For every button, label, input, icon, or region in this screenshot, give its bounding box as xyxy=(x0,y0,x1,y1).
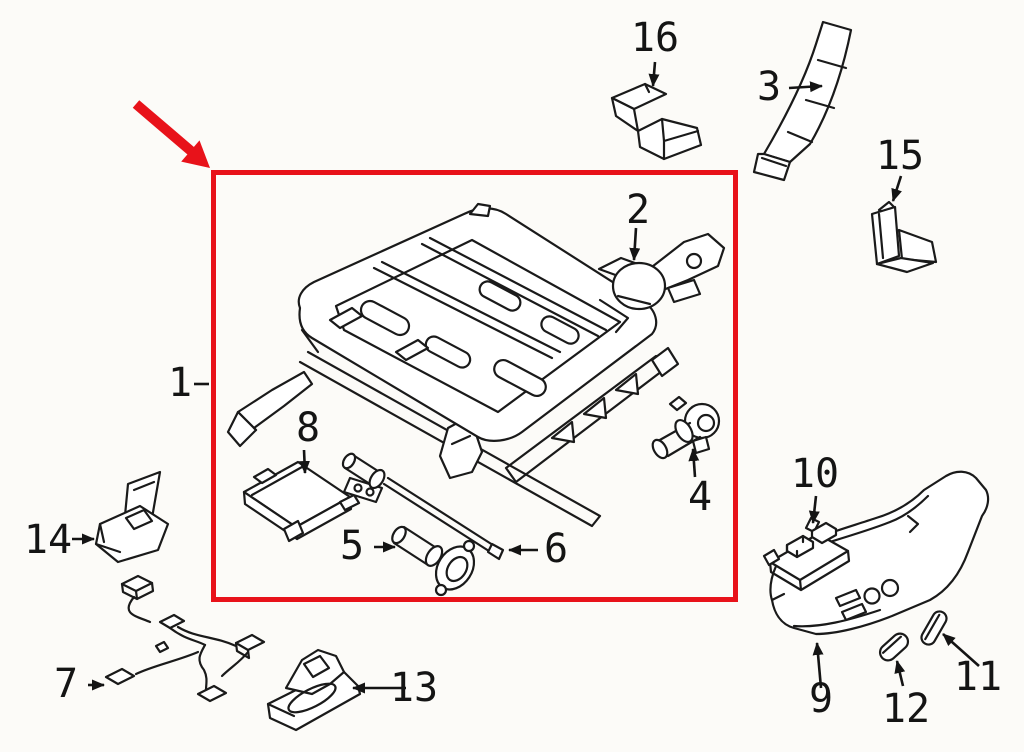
part-7-wiring-harness-drawing xyxy=(104,574,266,703)
part-12-cap-drawing xyxy=(878,632,910,662)
leader-3 xyxy=(788,81,823,93)
leader-16 xyxy=(648,61,660,87)
callout-6: 6 xyxy=(543,526,569,572)
callout-12: 12 xyxy=(881,686,931,732)
part-10-switch-drawing xyxy=(762,516,851,592)
callout-11: 11 xyxy=(953,654,1003,700)
part-6-drive-rod-drawing xyxy=(341,452,505,561)
leader-9 xyxy=(812,642,824,689)
highlight-arrow-icon xyxy=(132,100,210,168)
callout-16: 16 xyxy=(630,15,680,61)
leader-11 xyxy=(942,633,980,667)
part-2-bracket-drawing xyxy=(597,232,726,311)
part-3-trim-strip-drawing xyxy=(752,20,853,182)
part-16-bracket-drawing xyxy=(610,82,703,161)
part-5-motor-drawing xyxy=(391,525,476,597)
callout-2: 2 xyxy=(625,187,651,233)
leader-10 xyxy=(808,495,820,524)
callout-15: 15 xyxy=(875,133,925,179)
part-13-cover-drawing xyxy=(266,648,362,732)
part-11-cap-drawing xyxy=(920,610,948,646)
leader-2 xyxy=(629,227,641,261)
part-14-cover-drawing xyxy=(94,470,170,564)
part-1-seat-frame-drawing xyxy=(226,202,680,528)
callout-14: 14 xyxy=(23,517,73,563)
callout-1: 1 xyxy=(167,360,193,406)
callout-3: 3 xyxy=(756,64,782,110)
part-4-motor-drawing xyxy=(651,395,721,460)
leader-15 xyxy=(891,175,903,202)
callout-7: 7 xyxy=(53,661,79,707)
leader-12 xyxy=(894,660,906,687)
callout-5: 5 xyxy=(339,523,365,569)
highlight-box xyxy=(211,170,738,602)
callout-4: 4 xyxy=(687,474,713,520)
callout-10: 10 xyxy=(790,451,840,497)
part-8-module-drawing xyxy=(242,460,361,543)
callout-9: 9 xyxy=(808,676,834,722)
leader-8 xyxy=(298,449,310,474)
part-15-bracket-drawing xyxy=(870,200,938,274)
leader-4 xyxy=(688,448,700,478)
callout-13: 13 xyxy=(389,665,439,711)
callout-8: 8 xyxy=(295,405,321,451)
